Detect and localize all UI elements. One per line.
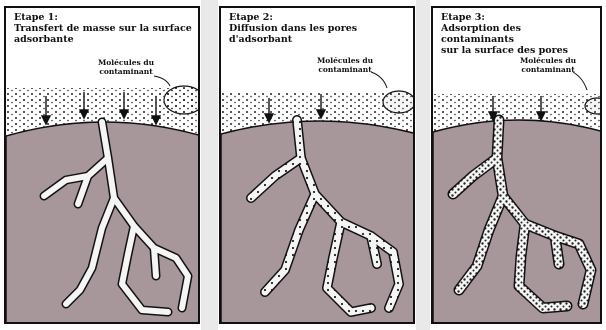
- panel-gap: [416, 0, 430, 330]
- label-pointer-line: [371, 72, 387, 88]
- panel-step-2: Etape 2: Diffusion dans les pores d'adso…: [219, 6, 415, 324]
- step-2-scene: [221, 8, 415, 324]
- panel-step-1: Etape 1: Transfert de masse sur la surfa…: [4, 6, 200, 324]
- panel-step-3: Etape 3: Adsorption des contaminants sur…: [431, 6, 602, 324]
- panel-gap: [201, 0, 218, 330]
- step-3-scene: [433, 8, 602, 324]
- label-pointer-line: [154, 76, 170, 86]
- adsorbent-particle: [221, 121, 415, 324]
- step-1-scene: [6, 8, 200, 324]
- label-pointer-line: [573, 72, 587, 90]
